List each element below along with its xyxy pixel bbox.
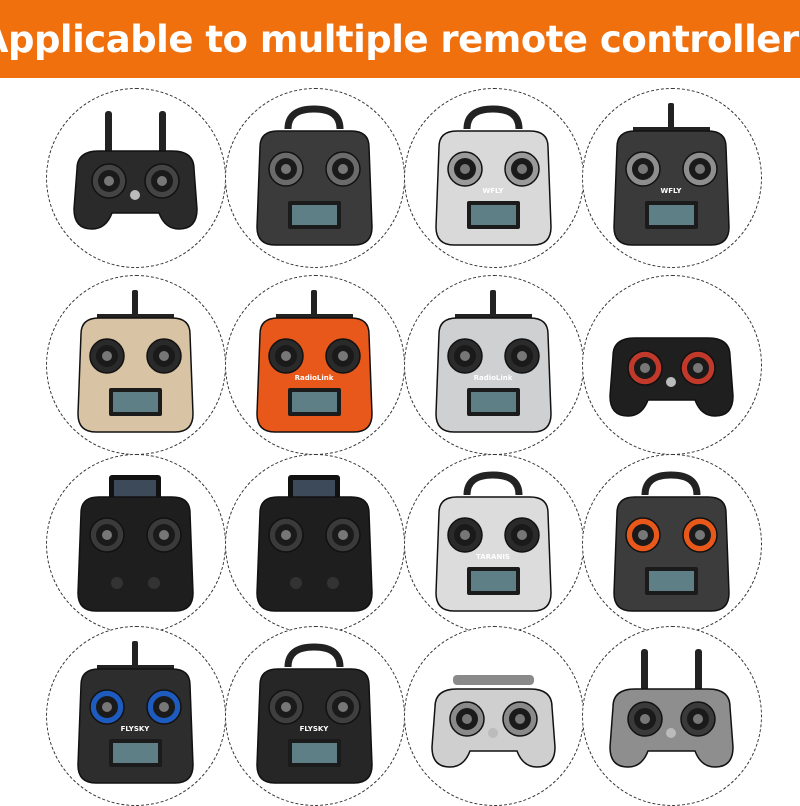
controller-cell: TARANIS [404,454,584,634]
controller-brand-label: RadioLink [295,374,334,382]
controller-cell [582,275,762,455]
controller-brand-label: TARANIS [476,553,510,561]
controller-cell: FLYSKY [225,626,405,806]
controller-illustration: FLYSKY [77,641,194,784]
controller-illustration [256,475,373,612]
controller-cell [46,275,226,455]
controller-brand-label: FLYSKY [121,725,151,733]
controller-cell: WFLY [404,88,584,268]
controller-illustration [73,111,198,230]
controller-cell: RadioLink [225,275,405,455]
controller-cell [582,454,762,634]
controller-cell [404,626,584,806]
controller-cell [46,454,226,634]
controller-brand-label: FLYSKY [300,725,330,733]
controller-cell [225,454,405,634]
controller-cell [582,626,762,806]
controller-cell: FLYSKY [46,626,226,806]
controller-brand-label: WFLY [483,187,505,195]
controller-illustration: FLYSKY [256,643,373,784]
controller-illustration [77,290,194,433]
controller-illustration [613,471,730,612]
controller-illustration [609,649,734,768]
controller-illustration [609,337,734,417]
controller-cell: RadioLink [404,275,584,455]
controller-cell: WFLY [582,88,762,268]
controller-illustration: WFLY [435,105,552,246]
controller-illustration [77,475,194,612]
controller-illustration: TARANIS [435,471,552,612]
controller-brand-label: WFLY [661,187,683,195]
controller-cell [46,88,226,268]
controller-brand-label: RadioLink [474,374,513,382]
controller-cell [225,88,405,268]
controller-illustration: RadioLink [256,290,373,433]
controller-illustration: WFLY [613,103,730,246]
controller-illustration [256,105,373,246]
controller-illustration [431,675,556,768]
banner-title: Applicable to multiple remote controller… [0,17,800,61]
banner: Applicable to multiple remote controller… [0,0,800,78]
controller-illustration: RadioLink [435,290,552,433]
